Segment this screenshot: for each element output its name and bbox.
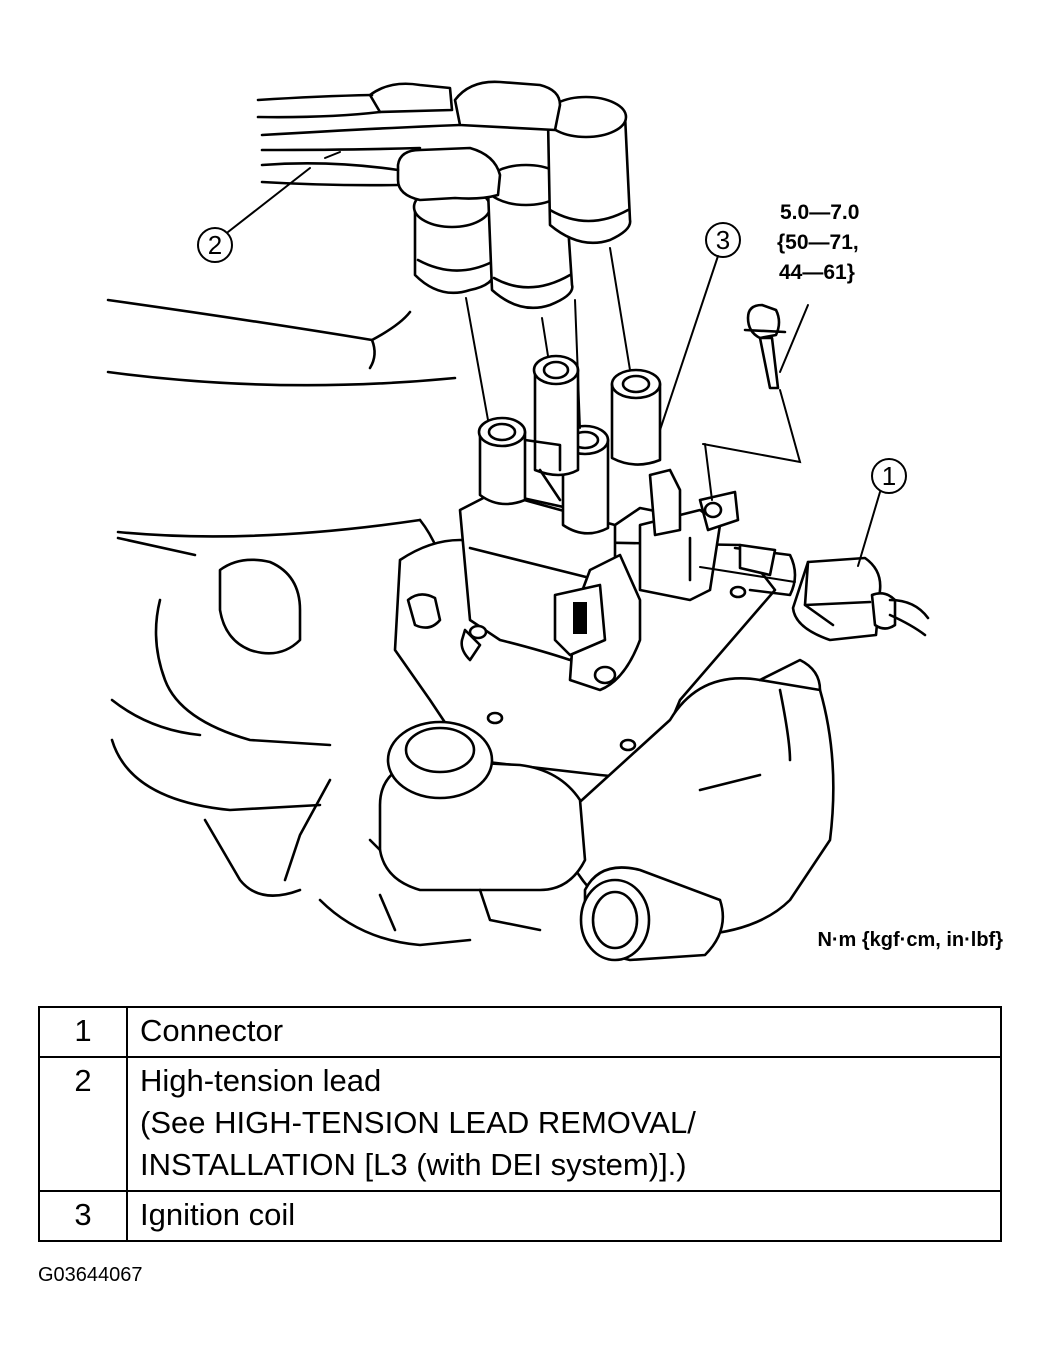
legend-text-line: Connector: [140, 1013, 284, 1048]
torque-spec-line1: 5.0—7.0: [780, 201, 859, 224]
units-note: N·m {kgf·cm, in·lbf}: [817, 929, 1003, 951]
callout-1: 1: [857, 458, 907, 567]
callout-2: 2: [197, 167, 311, 263]
legend-row: 3 Ignition coil: [38, 1190, 1002, 1242]
legend-row-description: High-tension lead (See HIGH-TENSION LEAD…: [126, 1056, 1002, 1192]
legend-row: 2 High-tension lead (See HIGH-TENSION LE…: [38, 1056, 1002, 1192]
legend-text-line: INSTALLATION [L3 (with DEI system)].): [140, 1147, 687, 1182]
legend-row-number: 2: [38, 1056, 128, 1192]
callout-1-number: 1: [882, 461, 896, 491]
legend-text-line: (See HIGH-TENSION LEAD REMOVAL/: [140, 1105, 696, 1140]
callout-3: 3: [659, 222, 741, 431]
legend-row: 1 Connector: [38, 1006, 1002, 1058]
engine-left-bump: [218, 558, 302, 655]
idle-valve-housing: [368, 720, 587, 932]
ignition-coil-diagram: 2 3 1 5.0—7.0 {50—71, 44—61} N·m {kgf·cm…: [106, 80, 1003, 962]
high-tension-lead-wires: [256, 93, 462, 187]
legend-text-line: Ignition coil: [140, 1197, 296, 1232]
parts-legend-table: 1 Connector 2 High-tension lead (See HIG…: [38, 1006, 1002, 1242]
torque-spec-line3: 44—61}: [779, 261, 855, 284]
callout-2-number: 2: [208, 230, 222, 260]
coil-connector-socket: [638, 468, 777, 602]
legend-row-number: 1: [38, 1006, 128, 1058]
connector-plug: [699, 556, 930, 642]
coil-mounting-bolt: [702, 303, 809, 501]
legend-row-number: 3: [38, 1190, 128, 1242]
callout-3-number: 3: [716, 225, 730, 255]
legend-text-line: High-tension lead: [140, 1063, 382, 1098]
water-outlet-housing: [558, 658, 835, 962]
coil-towers: [477, 354, 662, 535]
torque-spec-line2: {50—71,: [777, 231, 859, 254]
legend-row-description: Ignition coil: [126, 1190, 1002, 1242]
installation-guide-lines: [465, 247, 631, 429]
legend-row-description: Connector: [126, 1006, 1002, 1058]
ignition-coil-body: [458, 490, 702, 692]
torque-spec: 5.0—7.0 {50—71, 44—61}: [777, 201, 859, 284]
high-tension-lead-boots: [368, 80, 632, 310]
figure-id: G03644067: [38, 1264, 143, 1286]
